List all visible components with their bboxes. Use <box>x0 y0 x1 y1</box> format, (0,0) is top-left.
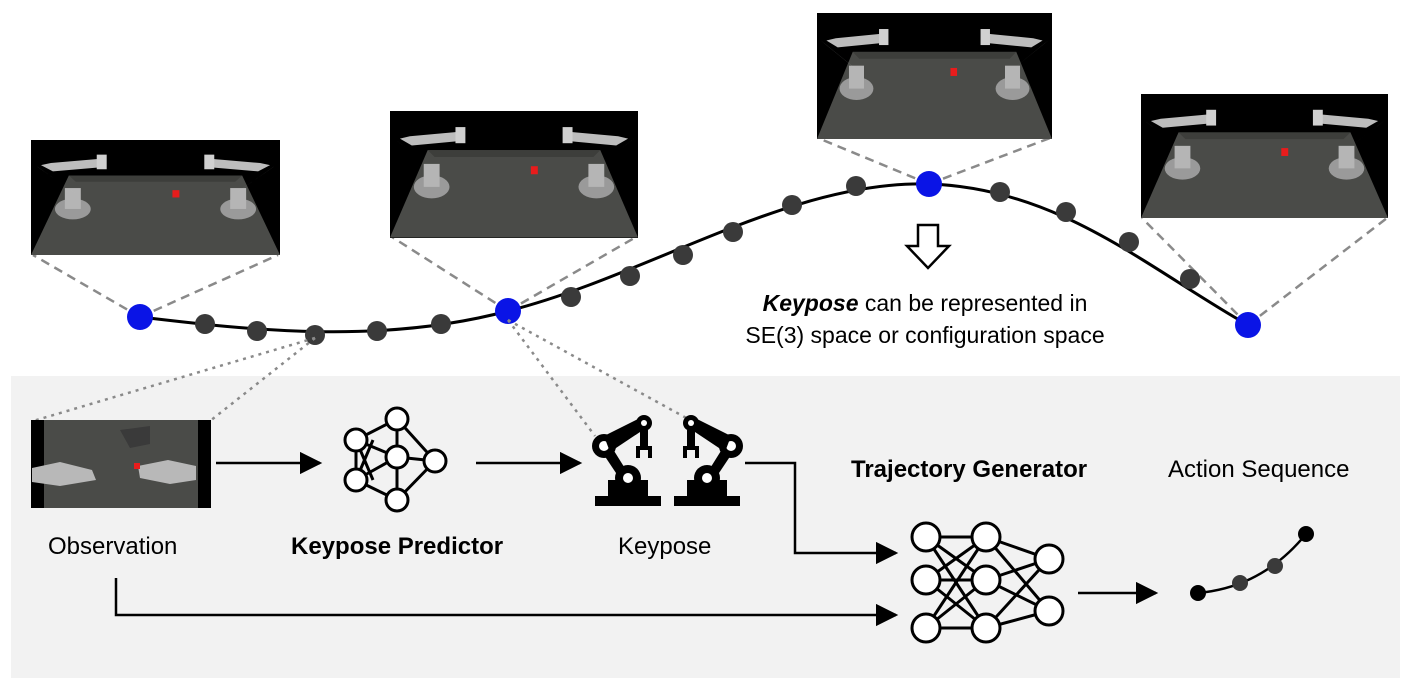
keypose-predictor-label: Keypose Predictor <box>291 533 504 560</box>
dual-robot-arm-icon <box>592 415 743 506</box>
keypose-note-emph: Keypose <box>762 290 859 316</box>
keypose-points <box>127 171 1261 338</box>
scene-thumbnail-3 <box>817 13 1052 139</box>
keypose-label: Keypose <box>618 533 712 560</box>
neural-network-icon <box>343 406 448 513</box>
down-arrow-icon <box>904 223 952 270</box>
pipeline-leaders <box>32 318 691 437</box>
keypose-note-line1: can be represented in <box>864 290 1088 316</box>
trajectory-generator-label: Trajectory Generator <box>851 456 1088 483</box>
scene-thumbnail-1 <box>31 140 280 255</box>
scene-thumbnail-2 <box>390 111 638 238</box>
action-sequence-label: Action Sequence <box>1168 456 1350 483</box>
observation-label: Observation <box>48 533 178 560</box>
waypoints <box>195 176 1200 345</box>
action-sequence-icon <box>1190 526 1314 601</box>
observation-image <box>31 420 211 508</box>
pipeline-arrows <box>114 451 1159 627</box>
trajectory-generator-network-icon <box>910 521 1065 644</box>
keypose-note: Keypose can be represented in SE(3) spac… <box>690 287 1160 351</box>
keypose-note-line2: SE(3) space or configuration space <box>745 322 1105 348</box>
scene-thumbnail-4 <box>1141 94 1388 218</box>
pipeline-panel <box>11 376 1400 678</box>
